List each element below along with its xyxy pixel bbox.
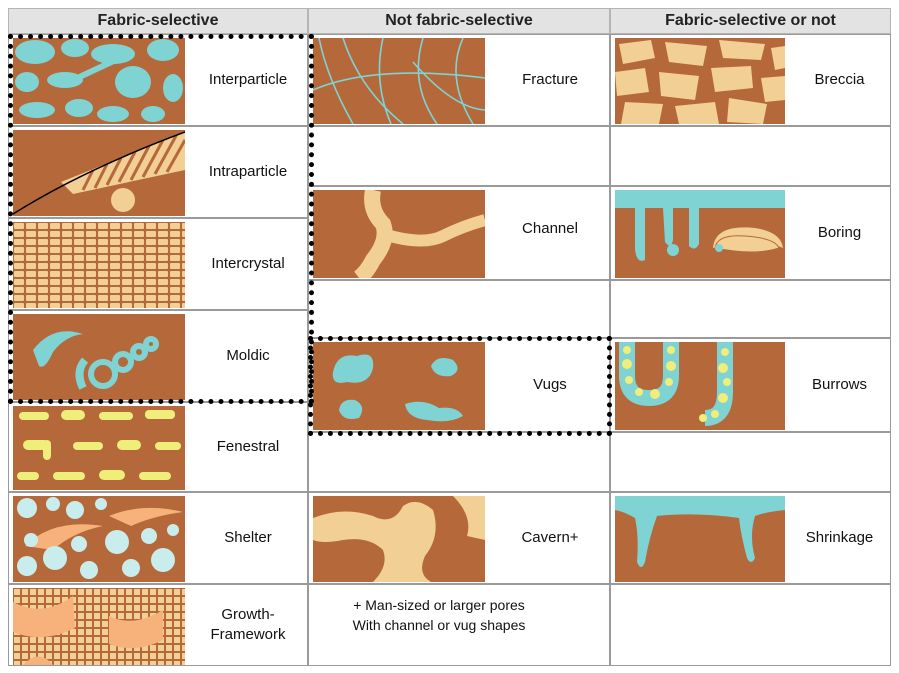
label-intercrystal: Intercrystal xyxy=(189,219,307,309)
row-shelter: Shelter xyxy=(8,492,308,584)
label-cavern: Cavern+ xyxy=(491,493,609,583)
row-vugs: Vugs xyxy=(308,338,610,432)
blank-cell xyxy=(308,126,610,186)
row-fracture: Fracture xyxy=(308,34,610,126)
label-fracture: Fracture xyxy=(491,35,609,125)
row-moldic: Moldic xyxy=(8,310,308,402)
blank-cell xyxy=(610,280,891,338)
row-burrows: Burrows xyxy=(610,338,891,432)
breccia-illustration xyxy=(615,38,785,124)
blank-cell xyxy=(308,280,610,338)
label-channel: Channel xyxy=(491,187,609,271)
label-interparticle: Interparticle xyxy=(189,35,307,125)
blank-cell xyxy=(610,126,891,186)
boring-illustration xyxy=(615,190,785,278)
row-interparticle: Interparticle xyxy=(8,34,308,126)
row-growth-framework: Growth- Framework xyxy=(8,584,308,666)
row-boring: Boring xyxy=(610,186,891,280)
fracture-illustration xyxy=(313,38,485,124)
label-moldic: Moldic xyxy=(189,311,307,401)
burrows-illustration xyxy=(615,342,785,430)
row-shrinkage: Shrinkage xyxy=(610,492,891,584)
row-intercrystal: Intercrystal xyxy=(8,218,308,310)
label-fenestral: Fenestral xyxy=(189,403,307,491)
label-shrinkage: Shrinkage xyxy=(789,493,890,583)
shelter-illustration xyxy=(13,496,185,582)
channel-illustration xyxy=(313,190,485,278)
blank-cell xyxy=(610,584,891,666)
row-fenestral: Fenestral xyxy=(8,402,308,492)
cavern-illustration xyxy=(313,496,485,582)
row-cavern: Cavern+ xyxy=(308,492,610,584)
shrinkage-illustration xyxy=(615,496,785,582)
label-vugs: Vugs xyxy=(491,339,609,431)
label-shelter: Shelter xyxy=(189,493,307,583)
fenestral-illustration xyxy=(13,406,185,490)
header-not-fabric-selective: Not fabric-selective xyxy=(308,8,610,34)
label-intraparticle: Intraparticle xyxy=(189,127,307,217)
row-intraparticle: Intraparticle xyxy=(8,126,308,218)
cavern-note-cell: + Man-sized or larger pores With channel… xyxy=(308,584,610,666)
label-growth-framework: Growth- Framework xyxy=(189,585,307,665)
label-boring: Boring xyxy=(789,187,890,279)
header-fabric-selective: Fabric-selective xyxy=(8,8,308,34)
cavern-note-line2: With channel or vug shapes xyxy=(319,615,559,635)
label-burrows: Burrows xyxy=(789,339,890,431)
interparticle-illustration xyxy=(13,38,185,124)
intraparticle-illustration xyxy=(13,130,185,216)
header-fabric-selective-or-not: Fabric-selective or not xyxy=(610,8,891,34)
row-breccia: Breccia xyxy=(610,34,891,126)
blank-cell xyxy=(610,432,891,492)
blank-cell xyxy=(308,432,610,492)
moldic-illustration xyxy=(13,314,185,400)
cavern-note-line1: + Man-sized or larger pores xyxy=(319,595,559,615)
growth-framework-illustration xyxy=(13,588,185,665)
vugs-illustration xyxy=(313,342,485,430)
row-channel: Channel xyxy=(308,186,610,280)
intercrystal-illustration xyxy=(13,222,185,308)
label-breccia: Breccia xyxy=(789,35,890,125)
